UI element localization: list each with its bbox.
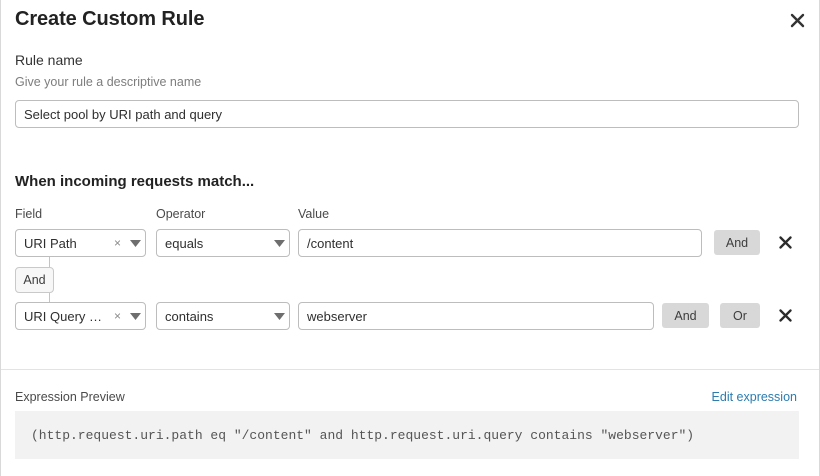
rule-name-input[interactable] [15, 100, 799, 128]
field-select-2[interactable]: URI Query St... × [15, 302, 146, 330]
rule-name-hint: Give your rule a descriptive name [15, 75, 202, 89]
conditions-heading: When incoming requests match... [15, 173, 255, 190]
field-select-1[interactable]: URI Path × [15, 229, 146, 257]
edit-expression-link[interactable]: Edit expression [711, 390, 797, 404]
dialog-title: Create Custom Rule [15, 8, 205, 30]
value-input-2[interactable] [298, 302, 654, 330]
operator-select-1-value: equals [165, 235, 204, 251]
field-select-2-value: URI Query St... [24, 308, 110, 324]
column-header-value: Value [298, 207, 330, 221]
chevron-down-icon [125, 239, 145, 247]
connector-line-bottom [49, 293, 50, 303]
chevron-down-icon [125, 312, 145, 320]
and-button-1[interactable]: And [714, 230, 760, 255]
expression-preview-text: (http.request.uri.path eq "/content" and… [31, 427, 695, 443]
condition-connector: And [15, 257, 95, 303]
or-button-2[interactable]: Or [720, 303, 760, 328]
operator-select-2[interactable]: contains [156, 302, 290, 330]
expression-preview-label: Expression Preview [15, 390, 125, 404]
rule-name-label: Rule name [15, 52, 83, 68]
clear-icon[interactable]: × [113, 309, 121, 323]
value-input-1[interactable] [298, 229, 702, 257]
operator-select-1[interactable]: equals [156, 229, 290, 257]
field-select-1-value: URI Path [24, 235, 77, 251]
delete-condition-icon-1[interactable] [775, 232, 795, 252]
chevron-down-icon [269, 239, 289, 247]
column-header-field: Field [15, 207, 43, 221]
connector-line-top [49, 257, 50, 267]
operator-select-2-value: contains [165, 308, 214, 324]
column-header-operator: Operator [156, 207, 206, 221]
section-divider [1, 369, 819, 370]
close-icon[interactable] [785, 8, 809, 32]
delete-condition-icon-2[interactable] [775, 305, 795, 325]
connector-and-badge[interactable]: And [15, 267, 54, 293]
and-button-2[interactable]: And [662, 303, 709, 328]
clear-icon[interactable]: × [113, 236, 121, 250]
chevron-down-icon [269, 312, 289, 320]
expression-preview-box: (http.request.uri.path eq "/content" and… [15, 411, 799, 459]
